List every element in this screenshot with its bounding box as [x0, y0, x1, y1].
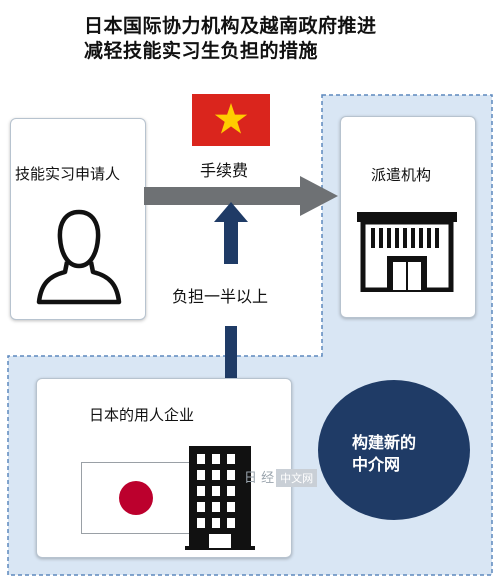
network-label-line-2: 中介网: [352, 455, 401, 474]
applicant-box: 技能实习申请人: [10, 118, 146, 320]
applicant-label: 技能实习申请人: [15, 165, 121, 183]
office-building-icon: [185, 446, 255, 550]
fee-label: 手续费: [200, 161, 249, 180]
network-label-line-1: 构建新的: [352, 433, 417, 452]
burden-label: 负担一半以上: [172, 287, 269, 306]
title-line-2: 减轻技能实习生负担的措施: [84, 40, 319, 62]
watermark-badge: 中文网: [276, 469, 318, 487]
fee-arrow: [144, 176, 338, 216]
agency-building-icon: [357, 212, 457, 292]
burden-arrow: [214, 202, 248, 382]
watermark-text: 日 经: [244, 471, 275, 486]
employer-box: 日本的用人企业: [36, 378, 292, 558]
title-line-1: 日本国际协力机构及越南政府推进: [84, 15, 377, 37]
employer-label: 日本的用人企业: [89, 406, 195, 424]
diagram-title: 日本国际协力机构及越南政府推进 减轻技能实习生负担的措施: [84, 14, 377, 64]
vietnam-flag-icon: [192, 94, 270, 146]
watermark: 日 经中文网: [244, 467, 318, 487]
japan-flag-icon: [81, 462, 191, 534]
agency-box: 派遣机构: [340, 116, 476, 318]
person-icon: [36, 209, 122, 305]
network-circle: [318, 380, 470, 520]
agency-label: 派遣机构: [371, 166, 432, 184]
